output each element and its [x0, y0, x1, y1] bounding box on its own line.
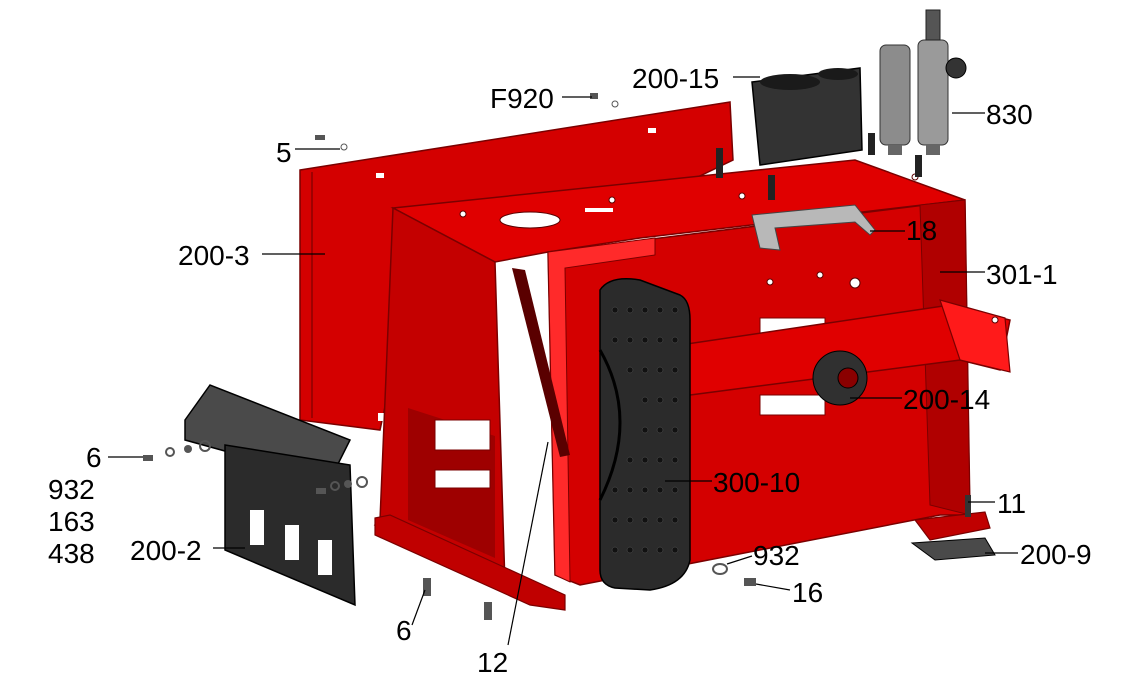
top-studs	[716, 133, 922, 200]
label-200-15: 200-15	[632, 63, 719, 94]
label-5: 5	[276, 137, 292, 168]
label-932-right: 932	[753, 540, 800, 571]
label-f920: F920	[490, 83, 554, 114]
footplate-studs	[611, 306, 679, 554]
label-16: 16	[792, 577, 823, 608]
footplate	[598, 278, 691, 591]
round-knob	[812, 350, 868, 406]
front-cover	[184, 384, 356, 607]
label-200-3: 200-3	[178, 240, 250, 271]
label-438: 438	[48, 538, 95, 569]
label-300-10: 300-10	[713, 467, 800, 498]
label-830: 830	[986, 99, 1033, 130]
label-12: 12	[477, 647, 508, 678]
leader-lines	[108, 76, 1018, 646]
label-6-bottom: 6	[396, 615, 412, 646]
label-932-left: 932	[48, 474, 95, 505]
label-200-9: 200-9	[1020, 539, 1092, 570]
label-163: 163	[48, 506, 95, 537]
filter-regulator	[879, 9, 967, 155]
callout-labels: F920 200-15 830 5 200-3 18 301-1 200-14 …	[48, 63, 1092, 678]
tool-holder	[751, 67, 863, 166]
label-18: 18	[906, 215, 937, 246]
label-200-2: 200-2	[130, 535, 202, 566]
hardware-bolts	[143, 93, 996, 620]
bracket	[751, 204, 876, 251]
label-301-1: 301-1	[986, 259, 1058, 290]
label-11: 11	[997, 488, 1026, 519]
label-6-left: 6	[86, 442, 102, 473]
label-200-14: 200-14	[903, 384, 990, 415]
